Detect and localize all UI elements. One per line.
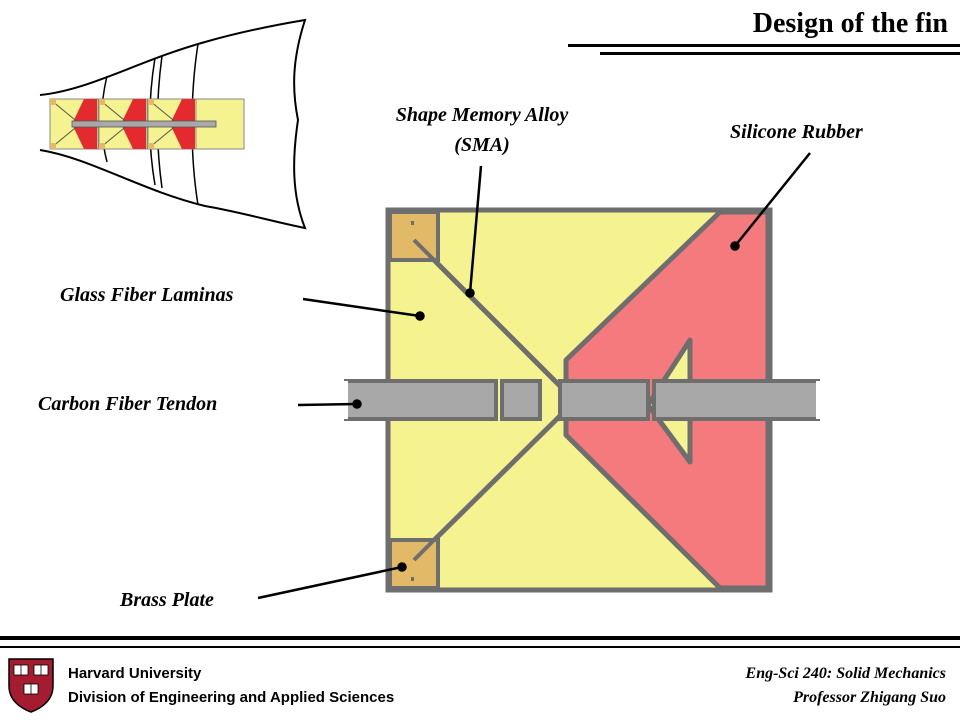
leader-lines xyxy=(257,152,811,600)
brass-marker xyxy=(411,577,414,581)
harvard-shield-icon xyxy=(8,658,54,713)
thumb-sma xyxy=(149,100,179,125)
fin-diagram xyxy=(39,18,820,600)
sma-wire-upper xyxy=(412,238,568,394)
thumb-brass xyxy=(148,143,154,149)
footer-institution-block: Harvard University Division of Engineeri… xyxy=(68,662,394,710)
carbon-tendon-mid xyxy=(558,379,650,421)
thumb-sma xyxy=(100,100,130,125)
thumb-sma xyxy=(149,123,179,148)
leader-dot-glass xyxy=(415,311,425,321)
thumb-brass xyxy=(148,99,154,105)
label-sma-line1: Shape Memory Alloy xyxy=(395,104,569,126)
label-glass-fiber: Glass Fiber Laminas xyxy=(60,284,234,306)
label-silicone: Silicone Rubber xyxy=(730,121,863,143)
footer-course: Eng-Sci 240: Solid Mechanics xyxy=(745,665,946,682)
title-divider-secondary xyxy=(600,52,960,55)
leader-dot-silicone xyxy=(730,241,740,251)
carbon-tendon-left xyxy=(344,379,498,421)
footer-division: Division of Engineering and Applied Scie… xyxy=(68,689,395,706)
sma-wire-upper-overlay xyxy=(412,238,438,264)
thumb-brass xyxy=(50,99,56,105)
fin-segment-detail xyxy=(344,207,820,593)
footer-course-block: Eng-Sci 240: Solid Mechanics Professor Z… xyxy=(746,662,946,710)
leader-dot-brass xyxy=(397,562,407,572)
leader-brass xyxy=(257,565,403,600)
brass-marker xyxy=(411,221,414,225)
thumb-brass xyxy=(50,143,56,149)
title-divider xyxy=(568,44,960,47)
thumb-sma xyxy=(100,123,130,148)
leader-carbon xyxy=(297,402,358,407)
fin-outline xyxy=(39,18,307,230)
carbon-tendon-right xyxy=(652,379,820,421)
carbon-tendon-block xyxy=(500,379,542,421)
leader-dot-sma xyxy=(465,288,475,298)
label-carbon-tendon: Carbon Fiber Tendon xyxy=(38,393,218,415)
footer-divider-secondary xyxy=(0,646,960,648)
label-sma: Shape Memory Alloy (SMA) xyxy=(362,100,602,160)
sma-wire-lower xyxy=(412,408,568,562)
fin-thumbnail xyxy=(39,18,307,230)
thumb-sma xyxy=(51,123,81,148)
footer-divider xyxy=(0,636,960,640)
thumb-brass xyxy=(99,143,105,149)
leader-dot-carbon xyxy=(352,399,362,409)
leader-silicone xyxy=(734,152,811,247)
footer-professor: Professor Zhigang Suo xyxy=(793,689,946,706)
thumb-sma xyxy=(51,100,81,125)
label-brass-plate: Brass Plate xyxy=(120,589,214,611)
thumb-brass xyxy=(99,99,105,105)
footer-institution: Harvard University xyxy=(68,665,202,682)
label-sma-line2: (SMA) xyxy=(454,134,510,156)
thumb-tendon xyxy=(71,120,217,128)
sma-wire-lower-overlay xyxy=(412,536,438,562)
leader-glass xyxy=(302,297,421,318)
brass-plate-top xyxy=(388,210,440,262)
page-title: Design of the fin xyxy=(752,8,948,39)
leader-sma xyxy=(468,165,483,294)
